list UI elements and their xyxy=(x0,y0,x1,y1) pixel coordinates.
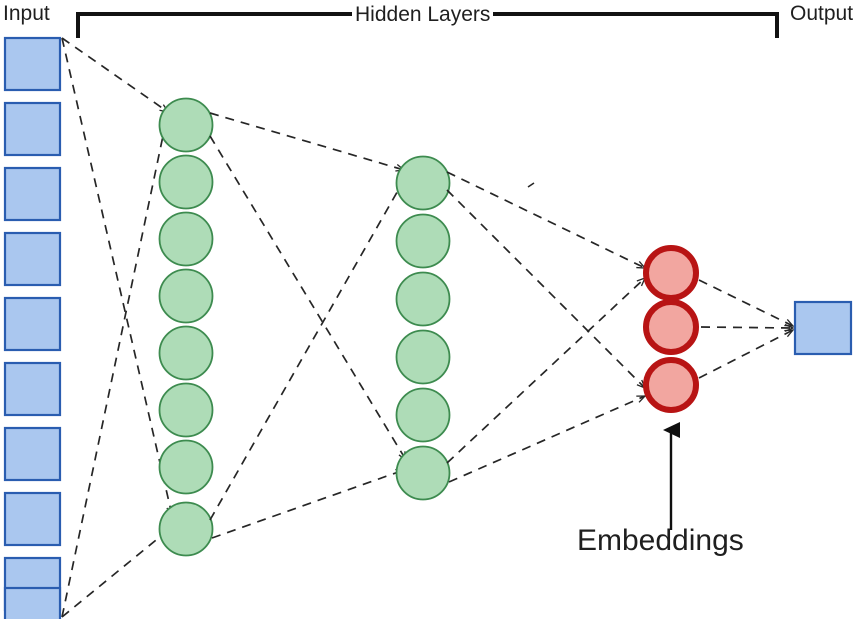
hidden-node[interactable] xyxy=(158,268,214,324)
hidden-node[interactable] xyxy=(395,213,451,269)
hidden-layers-label: Hidden Layers xyxy=(352,4,494,25)
input-node[interactable] xyxy=(3,426,62,482)
hidden-node[interactable] xyxy=(158,154,214,210)
input-node[interactable] xyxy=(3,101,62,157)
connection-line xyxy=(61,525,174,618)
connection-line xyxy=(448,395,647,483)
input-node[interactable] xyxy=(3,166,62,222)
hidden-node[interactable] xyxy=(395,271,451,327)
hidden-node[interactable] xyxy=(158,211,214,267)
input-layer-label: Input xyxy=(3,2,50,25)
input-layer xyxy=(3,36,62,619)
input-node[interactable] xyxy=(3,491,62,547)
embeddings-label: Embeddings xyxy=(577,524,744,557)
connections-input-to-hidden1 xyxy=(61,37,175,618)
connections-embeddings-to-output xyxy=(698,279,795,379)
input-node[interactable] xyxy=(3,36,62,92)
hidden-node[interactable] xyxy=(158,325,214,381)
connection-line xyxy=(446,276,647,464)
connection-line xyxy=(61,37,170,113)
output-node[interactable] xyxy=(793,300,853,356)
hidden-node[interactable] xyxy=(158,382,214,438)
stray-dash-artifact xyxy=(527,182,535,188)
output-layer-label: Output xyxy=(790,2,854,25)
connection-line xyxy=(61,110,171,618)
connection-line xyxy=(211,468,406,539)
embedding-node[interactable] xyxy=(643,357,699,413)
embedding-layer xyxy=(643,245,699,413)
connection-line xyxy=(446,171,647,269)
embedding-node[interactable] xyxy=(643,245,699,301)
connection-line xyxy=(698,329,795,379)
input-node[interactable] xyxy=(3,296,62,352)
input-node[interactable] xyxy=(3,361,62,417)
connection-line xyxy=(700,323,795,332)
input-node[interactable] xyxy=(3,231,62,287)
hidden-node[interactable] xyxy=(395,387,451,443)
connection-line xyxy=(446,189,647,390)
input-node[interactable] xyxy=(3,586,62,619)
connection-line xyxy=(209,112,406,172)
connections-hidden1-to-hidden2 xyxy=(209,112,407,539)
connections-hidden2-to-embeddings xyxy=(446,171,647,483)
connection-line xyxy=(209,178,405,521)
connection-line xyxy=(61,37,175,517)
hidden-layer-2 xyxy=(395,155,451,501)
hidden-node[interactable] xyxy=(395,329,451,385)
hidden-node[interactable] xyxy=(158,97,214,153)
embedding-node[interactable] xyxy=(643,299,699,355)
hidden-node[interactable] xyxy=(395,445,451,501)
hidden-node[interactable] xyxy=(158,501,214,557)
hidden-layer-1 xyxy=(158,97,214,557)
hidden-node[interactable] xyxy=(158,439,214,495)
hidden-node[interactable] xyxy=(395,155,451,211)
connection-line xyxy=(698,279,795,327)
output-layer xyxy=(793,300,853,356)
connection-line xyxy=(209,135,407,462)
